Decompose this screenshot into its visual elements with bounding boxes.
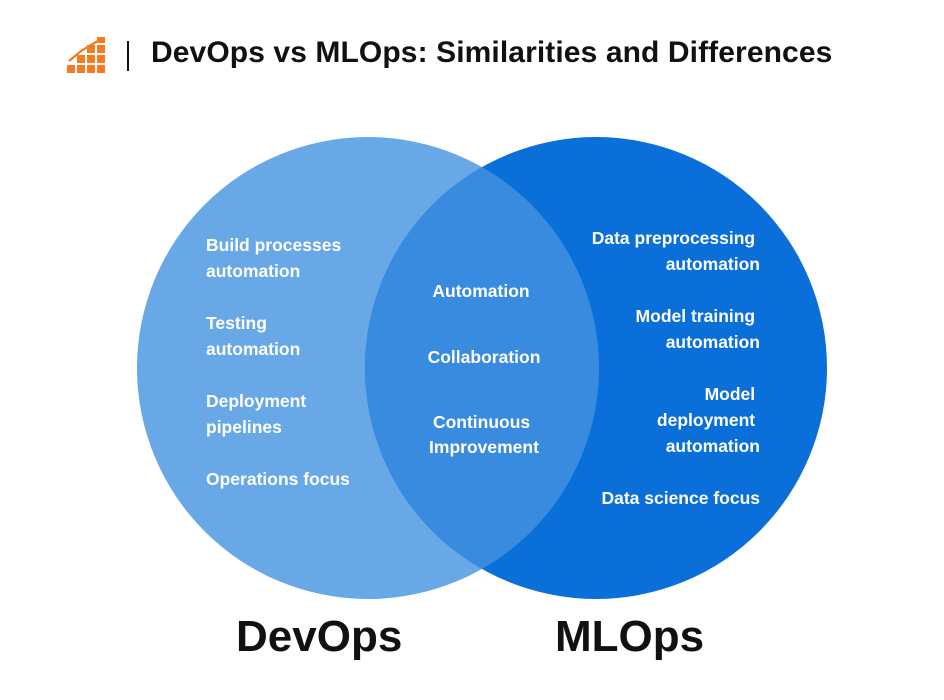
mlops-item-model-training: Model training automation [636,306,760,352]
mlops-item-line: Data science focus [601,488,760,508]
devops-item-line: Operations focus [206,469,350,489]
mlops-item-line: automation [666,436,760,456]
devops-item-operations-focus: Operations focus [206,469,350,489]
overlap-item-line: Collaboration [428,347,541,367]
overlap-item-collaboration: Collaboration [428,347,541,367]
header: DevOps vs MLOps: Similarities and Differ… [0,0,944,110]
devops-item-line: automation [206,261,300,281]
overlap-item-continuous-improvement: Continuous Improvement [429,412,539,457]
bar-chart-steps-icon [67,37,105,73]
devops-item-testing: Testing automation [206,313,300,359]
mlops-item-line: automation [666,254,760,274]
mlops-item-line: Model [705,384,756,404]
devops-item-line: Build processes [206,235,341,255]
overlap-item-line: Continuous [433,412,530,432]
mlops-item-line: automation [666,332,760,352]
overlap-item-line: Improvement [429,437,539,457]
header-divider [127,41,129,71]
mlops-item-model-deployment: Model deployment automation [657,384,760,456]
mlops-item-line: Model training [636,306,756,326]
overlap-item-automation: Automation [432,281,529,301]
devops-item-line: Deployment [206,391,306,411]
devops-item-line: automation [206,339,300,359]
devops-item-line: Testing [206,313,267,333]
mlops-item-data-science-focus: Data science focus [601,488,760,508]
devops-item-line: pipelines [206,417,282,437]
devops-item-deployment-pipelines: Deployment pipelines [206,391,311,437]
mlops-item-data-preprocessing: Data preprocessing automation [592,228,760,274]
overlap-item-line: Automation [432,281,529,301]
mlops-item-line: deployment [657,410,755,430]
overlap-region [365,137,599,599]
page-title: DevOps vs MLOps: Similarities and Differ… [151,36,833,69]
mlops-item-line: Data preprocessing [592,228,755,248]
devops-item-build-processes: Build processes automation [206,235,346,281]
devops-set-label: DevOps [236,612,403,661]
mlops-set-label: MLOps [555,612,705,661]
